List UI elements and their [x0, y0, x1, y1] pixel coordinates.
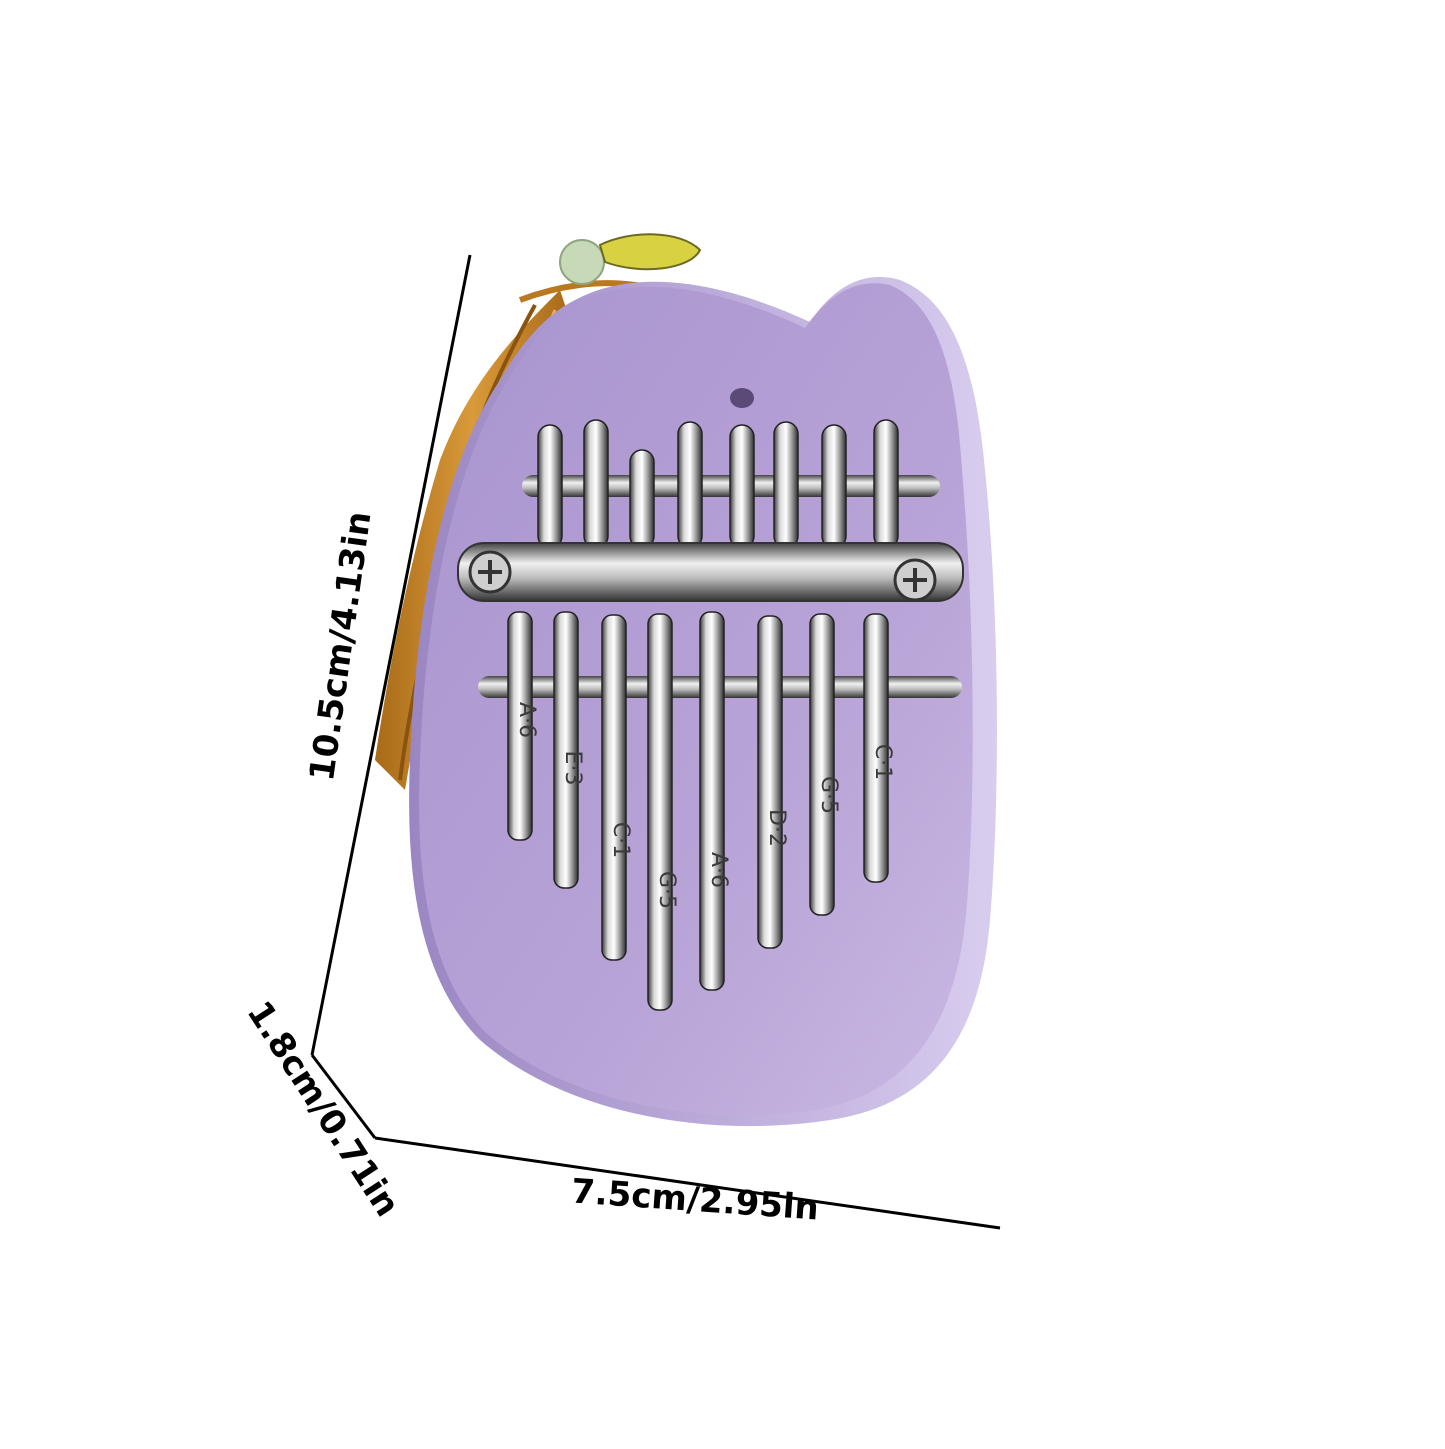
kalimba-body	[419, 283, 973, 1116]
tine-back	[873, 419, 899, 549]
tine-back	[821, 424, 847, 549]
tine-back	[729, 424, 755, 549]
tine	[809, 613, 835, 916]
height-dimension-line	[310, 254, 472, 1056]
tine	[507, 611, 533, 841]
tine-note-label: A·6	[706, 852, 731, 888]
width-dimension-line	[374, 1136, 1001, 1230]
tine	[601, 614, 627, 961]
pressure-bar	[457, 542, 964, 602]
depth-dimension-line	[310, 1054, 377, 1139]
tine	[647, 613, 673, 1011]
dimension-lines	[310, 254, 1001, 1230]
tine	[553, 611, 579, 889]
tine-back	[677, 421, 703, 549]
tine-note-label: A·6	[514, 702, 539, 738]
hanging-hole	[730, 388, 754, 408]
tine-back	[629, 449, 655, 549]
jade-bead-icon	[559, 239, 605, 285]
knot-charm-icon	[598, 233, 702, 271]
tine-back	[583, 419, 609, 549]
tine-note-label: G·5	[654, 871, 679, 909]
tine	[699, 611, 725, 991]
tine-back	[537, 424, 563, 549]
tine-note-label: E·3	[560, 751, 585, 786]
tine	[757, 615, 783, 949]
tine-note-label: C·1	[870, 744, 895, 780]
tines	[537, 419, 899, 549]
tine-note-label: C·1	[608, 822, 633, 858]
tine-note-label: D·2	[764, 809, 789, 847]
tine-back	[773, 421, 799, 549]
front-tines: A·6E·3C·1G·5A·6D·2G·5C·1	[507, 611, 895, 1011]
tine-note-label: G·5	[816, 776, 841, 814]
tine	[863, 613, 889, 883]
